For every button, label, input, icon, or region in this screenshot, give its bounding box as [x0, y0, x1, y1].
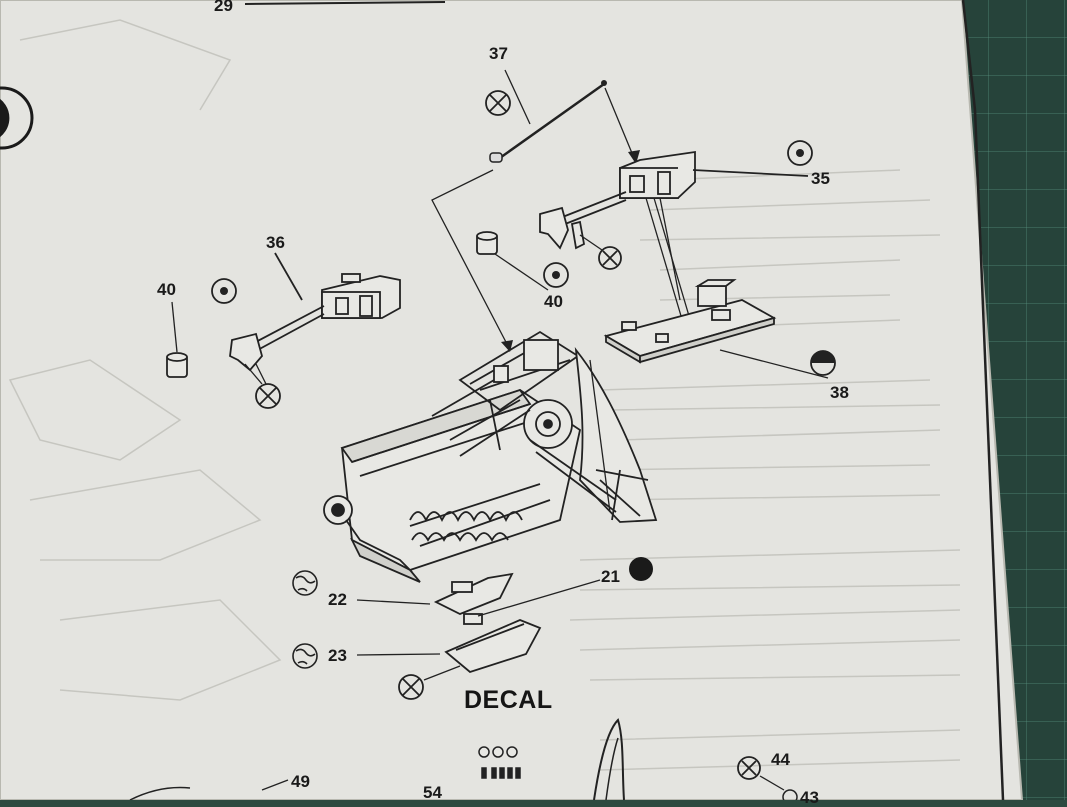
dotted-circle-icon: [211, 278, 237, 304]
callout-43: 43: [800, 788, 819, 807]
crossed-circle-icon: [255, 383, 281, 409]
crossed-circle-icon: [485, 90, 511, 116]
crossed-circle-icon: [737, 756, 761, 780]
callout-49: 49: [291, 772, 310, 791]
engine-block: [323, 330, 582, 583]
part-22-cover: [356, 572, 514, 615]
dotted-circle-icon: [543, 262, 569, 288]
part-35-gun: [539, 150, 809, 250]
callout-22: 22: [328, 590, 347, 609]
callout-40-mid: 40: [544, 292, 563, 311]
crossed-circle-icon: [398, 674, 424, 700]
part-21-bracket: [463, 579, 601, 625]
callout-21: 21: [601, 567, 620, 586]
half-filled-circle-icon: [810, 350, 836, 376]
callout-38: 38: [830, 383, 849, 402]
guide-line-rod-engine: [431, 169, 509, 347]
part-37-rod: [489, 69, 607, 163]
callout-40-left: 40: [157, 280, 176, 299]
step-number: 29: [214, 0, 233, 15]
part-36-gun: [229, 252, 401, 372]
part-38-plate: [603, 279, 829, 379]
step-header-line: [244, 1, 446, 5]
engine-mount-frame: [529, 347, 658, 523]
step-marker-circle: [0, 86, 34, 150]
callout-54: 54: [423, 783, 442, 802]
page-border-line: [961, 0, 977, 111]
callout-37: 37: [489, 44, 508, 63]
part-23-cover: [356, 619, 542, 681]
filled-circle-icon: [629, 557, 653, 581]
part-40-left-sleeve: [166, 301, 188, 378]
fin-outline: [593, 718, 625, 800]
callout-36: 36: [266, 233, 285, 252]
guide-lines-35-38: [645, 197, 693, 327]
part-40-mid-sleeve: [476, 231, 549, 291]
callout-23: 23: [328, 646, 347, 665]
dotted-circle-icon: [787, 140, 813, 166]
decal-heading: DECAL: [464, 686, 553, 714]
globe-circle-icon: [292, 643, 318, 669]
globe-circle-icon: [292, 570, 318, 596]
crossed-circle-icon: [598, 246, 622, 270]
callout-35: 35: [811, 169, 830, 188]
callout-44: 44: [771, 750, 790, 769]
decal-strip: [478, 746, 521, 779]
